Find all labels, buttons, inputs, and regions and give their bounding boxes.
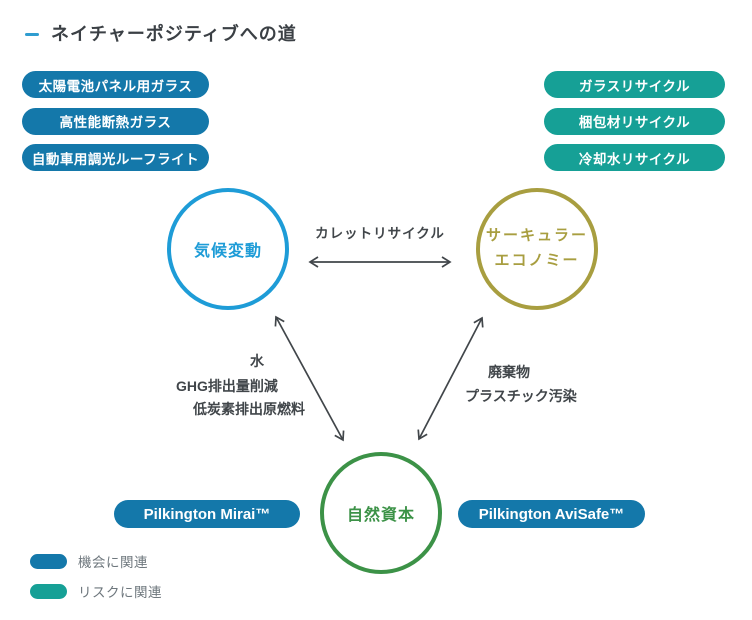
edge-label-cullet-recycle: カレットリサイクル: [315, 226, 445, 241]
edge-label-water: 水: [250, 353, 264, 369]
risk-pill-glass-recycle: ガラスリサイクル: [544, 71, 725, 98]
node-circular-economy: サーキュラー エコノミー: [476, 188, 598, 310]
legend-swatch-risk: [30, 583, 67, 599]
node-climate-change: 気候変動: [167, 188, 289, 310]
risk-pill-packaging-recycle: 梱包材リサイクル: [544, 107, 725, 135]
edge-label-plastic-pollution: プラスチック汚染: [465, 388, 577, 404]
legend-item-risk: リスクに関連: [30, 581, 162, 601]
node-natural-capital-label: 自然資本: [346, 507, 415, 524]
page-title-row: ネイチャーポジティブへの道: [25, 20, 297, 46]
page-title: ネイチャーポジティブへの道: [51, 24, 297, 44]
legend-label-risk: リスクに関連: [78, 585, 162, 600]
title-dash-icon: [25, 32, 39, 36]
arrow-circular-nature: [417, 316, 484, 441]
node-climate-change-label: 気候変動: [193, 243, 262, 260]
node-circular-economy-label-line1: サーキュラー: [485, 227, 588, 245]
opportunity-pill-dimming-rooflight: 自動車用調光ルーフライト: [22, 144, 209, 171]
risk-pill-cooling-water-recycle: 冷却水リサイクル: [544, 144, 725, 171]
opportunity-pill-solar-glass: 太陽電池パネル用ガラス: [22, 71, 209, 98]
node-circular-economy-label-line2: エコノミー: [494, 252, 580, 269]
product-pill-pilkington-avisafe: Pilkington AviSafe™: [458, 500, 645, 528]
node-natural-capital: 自然資本: [320, 452, 442, 574]
product-pill-pilkington-mirai: Pilkington Mirai™: [114, 500, 300, 528]
arrow-climate-nature: [274, 315, 345, 442]
edge-label-waste: 廃棄物: [488, 364, 530, 380]
legend-swatch-opportunity: [30, 553, 67, 569]
opportunity-pill-insulating-glass: 高性能断熱ガラス: [22, 107, 209, 135]
edge-label-ghg-reduction: GHG排出量削減: [176, 378, 278, 394]
legend-label-opportunity: 機会に関連: [78, 555, 148, 570]
edge-label-low-carbon-fuel: 低炭素排出原燃料: [193, 401, 305, 417]
legend-item-opportunity: 機会に関連: [30, 551, 148, 571]
